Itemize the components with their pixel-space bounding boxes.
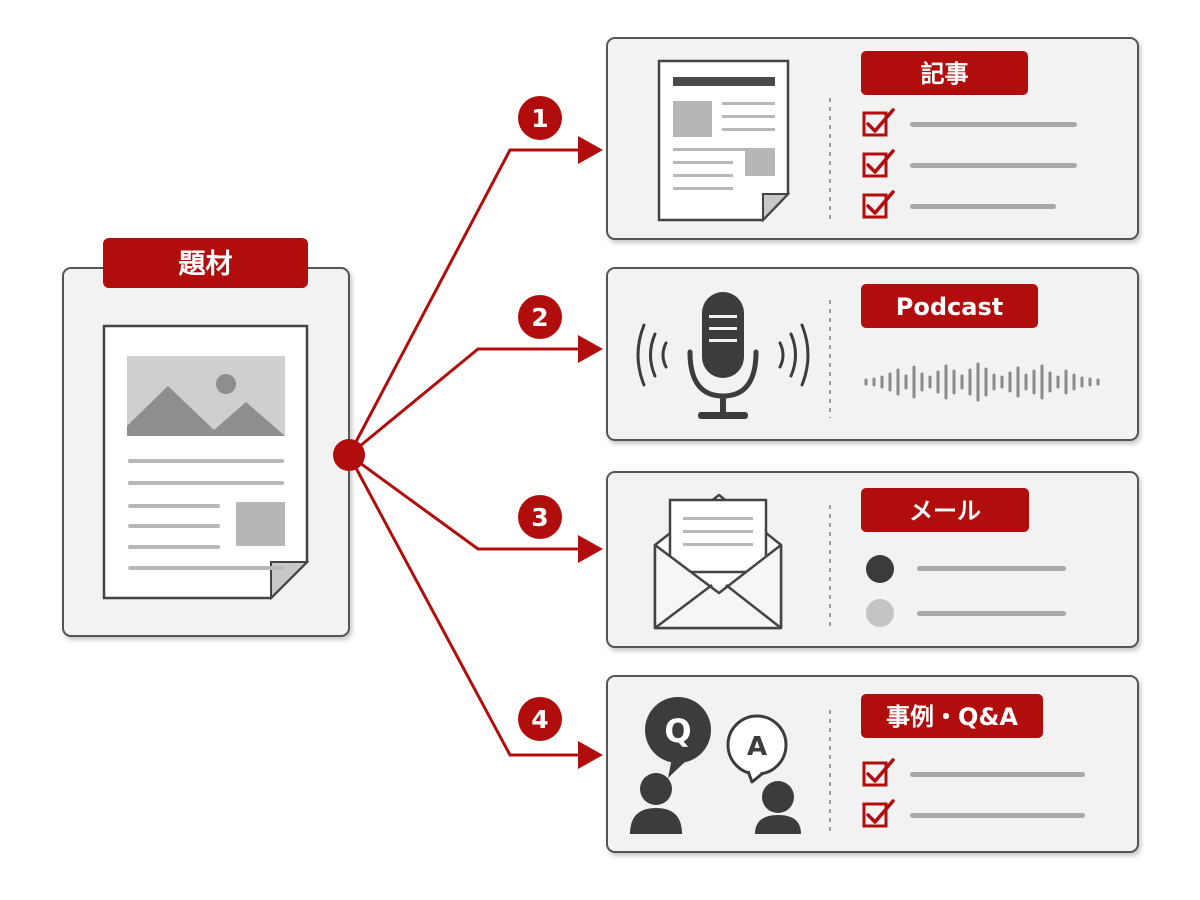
image-placeholder-icon — [127, 356, 285, 436]
checkbox-icon — [862, 799, 895, 828]
svg-text:Podcast: Podcast — [896, 293, 1003, 321]
source-label-text: 題材 — [179, 249, 233, 280]
qa-label: 事例・Q&A — [861, 694, 1043, 738]
arrowhead-3 — [578, 535, 603, 563]
number-badge-3: 3 — [518, 495, 562, 539]
bullet-dark — [866, 555, 894, 583]
article-label: 記事 — [861, 51, 1028, 95]
checkbox-icon — [862, 758, 895, 787]
checkbox-icon — [862, 108, 895, 137]
recipient-list — [866, 555, 1066, 627]
article-document-icon — [657, 59, 791, 223]
mail-label: メール — [861, 488, 1029, 532]
hub-node — [333, 439, 365, 471]
envelope-icon — [653, 493, 783, 630]
svg-text:2: 2 — [531, 303, 548, 332]
arrowheads — [578, 136, 603, 769]
checkbox-icon — [862, 190, 895, 219]
connector-3 — [348, 453, 580, 551]
svg-text:Q: Q — [664, 712, 691, 750]
number-badge-2: 2 — [518, 295, 562, 339]
output-card-qa: Q A 事例・Q&A — [606, 675, 1139, 853]
output-card-podcast: Podcast — [606, 267, 1139, 441]
svg-text:A: A — [747, 732, 767, 762]
microphone-icon — [687, 292, 759, 419]
number-badge-1: 1 — [518, 96, 562, 140]
sound-wave-right-icon — [778, 323, 810, 387]
connector-4 — [347, 454, 580, 757]
sound-wave-left-icon — [636, 323, 668, 387]
podcast-label: Podcast — [861, 284, 1038, 328]
svg-text:事例・Q&A: 事例・Q&A — [886, 703, 1018, 731]
checkbox-icon — [862, 149, 895, 178]
connectors — [347, 148, 580, 757]
person-right-icon — [755, 781, 801, 834]
audio-waveform — [864, 362, 1100, 402]
checklist — [862, 758, 1085, 828]
source-document-icon — [102, 324, 310, 601]
arrowhead-2 — [578, 335, 603, 363]
connector-2 — [348, 347, 580, 457]
number-badge-4: 4 — [518, 697, 562, 741]
output-card-article: 記事 — [606, 37, 1139, 240]
svg-text:メール: メール — [909, 497, 981, 525]
source-card: 題材 — [62, 238, 350, 637]
checklist — [862, 108, 1077, 219]
output-card-mail: メール — [606, 471, 1139, 648]
svg-text:記事: 記事 — [921, 60, 969, 88]
connector-1 — [347, 148, 580, 456]
svg-text:4: 4 — [531, 705, 548, 734]
arrowhead-1 — [578, 136, 603, 164]
answer-bubble-icon: A — [726, 714, 788, 784]
question-bubble-icon: Q — [645, 697, 711, 778]
arrowhead-4 — [578, 741, 603, 769]
source-label: 題材 — [103, 238, 308, 288]
person-left-icon — [630, 773, 682, 834]
bullet-light — [866, 599, 894, 627]
svg-text:3: 3 — [531, 503, 548, 532]
svg-text:1: 1 — [531, 104, 548, 133]
